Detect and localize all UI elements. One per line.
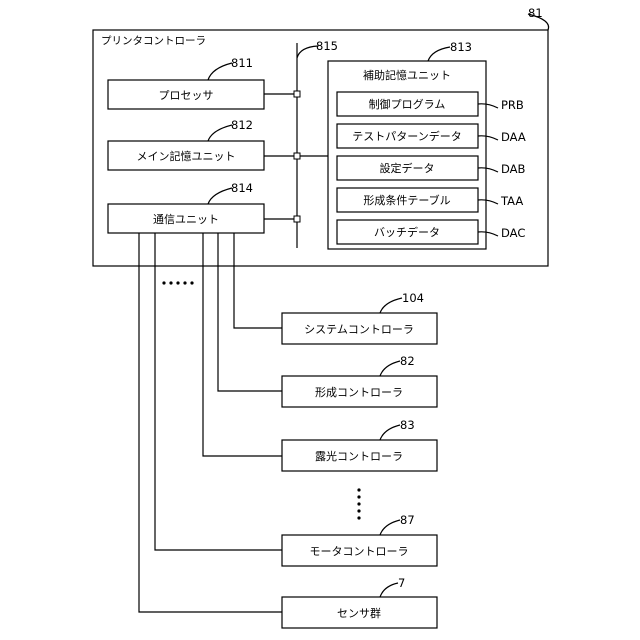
output-label: センサ群 xyxy=(337,606,381,620)
processor-ref: 811 xyxy=(231,56,253,70)
aux-item-code: DAC xyxy=(501,226,525,240)
output-ref: 104 xyxy=(402,291,424,305)
aux-storage-title: 補助記憶ユニット xyxy=(363,68,451,82)
more-controllers-ellipsis xyxy=(357,488,360,519)
aux-item-code: PRB xyxy=(501,98,524,112)
aux-item-code: DAB xyxy=(501,162,526,176)
aux-storage-ref: 813 xyxy=(450,40,472,54)
line-to-sensor-group xyxy=(139,233,282,612)
formation-controller: 形成コントローラ 82 xyxy=(282,354,437,407)
output-label: モータコントローラ xyxy=(310,545,409,558)
processor-label: プロセッサ xyxy=(159,89,214,102)
aux-item-code: TAA xyxy=(500,194,523,208)
output-label: 露光コントローラ xyxy=(315,449,403,463)
main-memory-label: メイン記憶ユニット xyxy=(137,149,236,163)
motor-controller: モータコントローラ 87 xyxy=(282,513,437,566)
system-controller: システムコントローラ 104 xyxy=(282,291,437,344)
aux-item-label: 形成条件テーブル xyxy=(363,193,450,207)
main-memory-bus-node xyxy=(294,153,300,159)
aux-item-label: 設定データ xyxy=(380,161,435,175)
output-label: システムコントローラ xyxy=(304,323,414,336)
output-ref: 83 xyxy=(400,418,415,432)
sensor-group: センサ群 7 xyxy=(282,576,437,628)
main-memory-ref: 812 xyxy=(231,118,253,132)
aux-item-label: テストパターンデータ xyxy=(352,129,461,143)
printer-controller-ref: 81 xyxy=(528,6,543,20)
output-ref: 87 xyxy=(400,513,415,527)
comm-unit-label: 通信ユニット xyxy=(153,213,219,226)
printer-controller-title: プリンタコントローラ xyxy=(101,35,206,47)
bus-ref: 815 xyxy=(316,39,338,53)
aux-item-label: バッチデータ xyxy=(374,225,440,239)
processor-bus-node xyxy=(294,91,300,97)
more-lines-ellipsis xyxy=(162,281,193,284)
aux-item-label: 制御プログラム xyxy=(369,97,446,111)
output-label: 形成コントローラ xyxy=(315,386,403,399)
comm-unit-ref: 814 xyxy=(231,181,253,195)
exposure-controller: 露光コントローラ 83 xyxy=(282,418,437,471)
aux-item-code: DAA xyxy=(501,130,526,144)
comm-unit-bus-node xyxy=(294,216,300,222)
output-ref: 82 xyxy=(400,354,415,368)
output-ref: 7 xyxy=(398,576,405,590)
